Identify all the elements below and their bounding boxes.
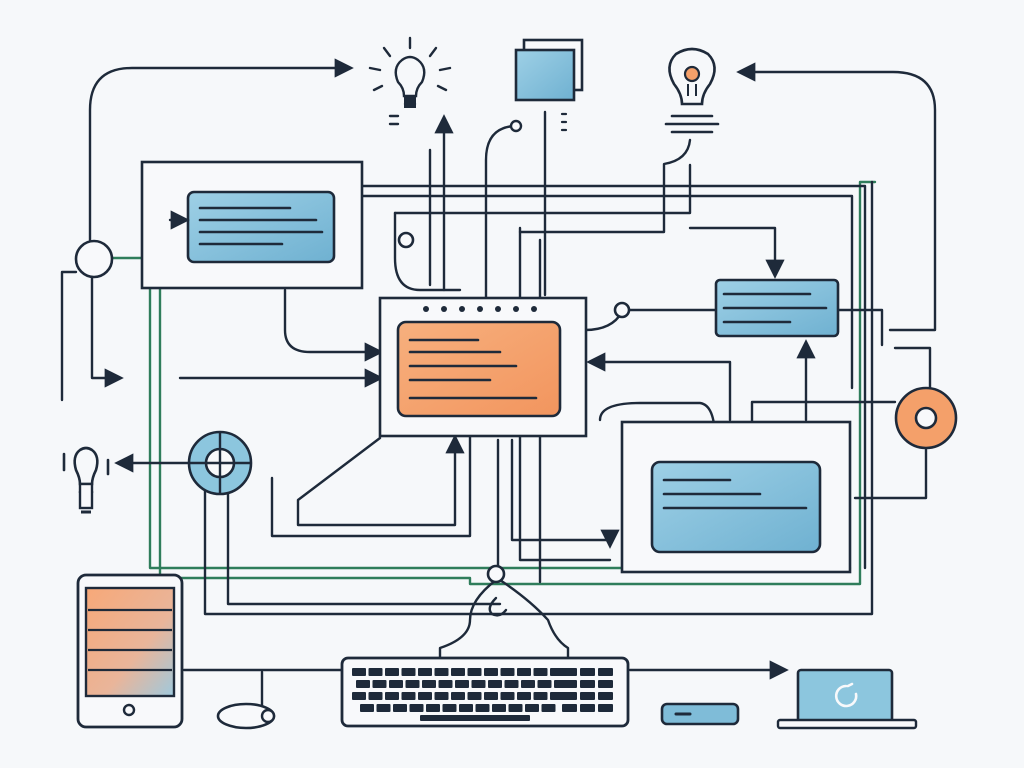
keyboard-key	[352, 692, 366, 700]
disc-icon	[894, 386, 958, 450]
keyboard-key	[376, 704, 391, 712]
keyboard-key	[550, 668, 564, 676]
keyboard-key	[537, 680, 552, 688]
keyboard-key	[360, 704, 374, 712]
keyboard-key	[459, 704, 473, 712]
keyboard-key	[471, 680, 486, 688]
keyboard-key	[521, 680, 535, 688]
keyboard-key	[562, 704, 577, 712]
keyboard-key	[562, 692, 577, 700]
keyboard-key	[401, 668, 416, 676]
keyboard-key	[484, 692, 498, 700]
keyboard-key	[533, 692, 548, 700]
keyboard-key	[533, 668, 548, 676]
keyboard-key	[598, 680, 613, 688]
keyboard-key	[442, 704, 457, 712]
keyboard-key	[488, 680, 502, 688]
keyboard-key	[598, 668, 613, 676]
keyboard-key	[401, 692, 416, 700]
keyboard-key	[385, 668, 399, 676]
keyboard-key	[422, 680, 436, 688]
keyboard-key	[500, 692, 515, 700]
central-card	[396, 320, 562, 418]
top-left-panel	[140, 160, 364, 290]
keyboard-key	[541, 704, 556, 712]
keyboard-key	[550, 692, 564, 700]
keyboard-key	[451, 668, 465, 676]
keyboard-key	[467, 668, 482, 676]
junction-node	[486, 564, 506, 584]
keyboard-key	[562, 680, 577, 688]
keyboard-key	[580, 704, 595, 712]
junction-node	[397, 231, 415, 249]
keyboard-key	[405, 680, 420, 688]
keyboard-key	[580, 668, 595, 676]
keyboard-key	[438, 680, 453, 688]
green-wires	[110, 180, 877, 586]
keyboard-key	[434, 692, 449, 700]
keyboard-key	[517, 692, 531, 700]
keyboard-key	[517, 668, 531, 676]
mouse-icon	[216, 702, 276, 730]
keyboard-key	[356, 680, 370, 688]
keyboard-key	[475, 704, 490, 712]
folder-icon	[509, 38, 584, 133]
keyboard-key	[393, 704, 407, 712]
usb-drive-icon	[660, 702, 740, 726]
keyboard-key	[492, 704, 506, 712]
keyboard-key	[500, 668, 515, 676]
keyboard-key	[372, 680, 387, 688]
keyboard-key	[434, 668, 449, 676]
lightbulb-icon	[368, 36, 452, 126]
keyboard-key	[484, 668, 498, 676]
keyboard-key	[418, 668, 432, 676]
keyboard-key	[385, 692, 399, 700]
bottom-right-panel	[620, 420, 852, 574]
keyboard-key	[580, 692, 595, 700]
keyboard-key	[467, 692, 482, 700]
keyboard-key	[451, 692, 465, 700]
keyboard-key	[368, 668, 383, 676]
central-panel	[378, 296, 588, 438]
keyboard-key	[368, 692, 383, 700]
laptop-icon	[776, 668, 918, 730]
smartphone-icon	[76, 573, 184, 729]
keyboard-key	[580, 680, 595, 688]
keyboard-icon	[340, 656, 630, 728]
lightbulb-icon	[664, 47, 720, 134]
top-left-card	[186, 190, 336, 264]
keyboard-key	[409, 704, 424, 712]
keyboard-key	[598, 704, 613, 712]
keyboard-key	[504, 680, 519, 688]
keyboard-key	[389, 680, 403, 688]
keyboard-key	[525, 704, 539, 712]
keyboard-key	[426, 704, 440, 712]
right-panel	[714, 278, 840, 338]
junction-node	[613, 301, 631, 319]
lightbulb-icon	[62, 446, 110, 514]
keyboard-key	[455, 680, 469, 688]
keyboard-key	[562, 668, 577, 676]
left-node	[74, 239, 114, 279]
keyboard-key	[508, 704, 523, 712]
keyboard-key	[418, 692, 432, 700]
globe-node-icon	[187, 430, 253, 496]
keyboard-key	[598, 692, 613, 700]
keyboard-key	[352, 668, 366, 676]
keyboard-spacebar	[420, 715, 530, 721]
